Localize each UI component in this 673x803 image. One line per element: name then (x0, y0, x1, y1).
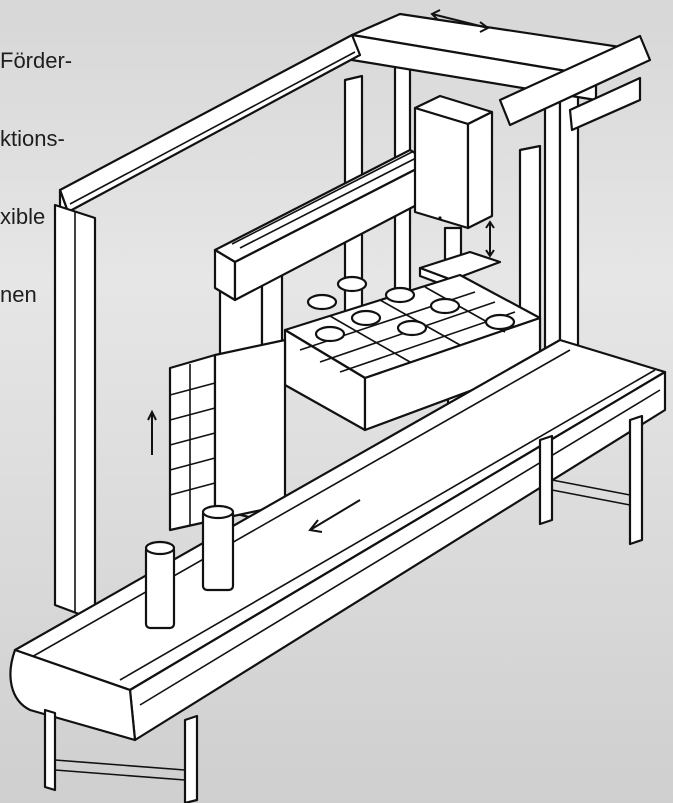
bottle-tops (306, 275, 516, 343)
crate-stack (147, 338, 287, 532)
caption-line: ktions- (0, 126, 65, 151)
caption-text: Förder- ktions- xible nen (0, 0, 110, 334)
conveyor-legs (43, 414, 644, 803)
conveyor (9, 338, 667, 742)
caption-line: nen (0, 282, 37, 307)
carriage (413, 94, 495, 266)
caption-line: Förder- (0, 48, 73, 73)
bottle (201, 504, 235, 592)
bottles (144, 504, 235, 630)
bottle (144, 540, 176, 630)
crate (283, 273, 542, 432)
caption-line: xible (0, 204, 46, 229)
